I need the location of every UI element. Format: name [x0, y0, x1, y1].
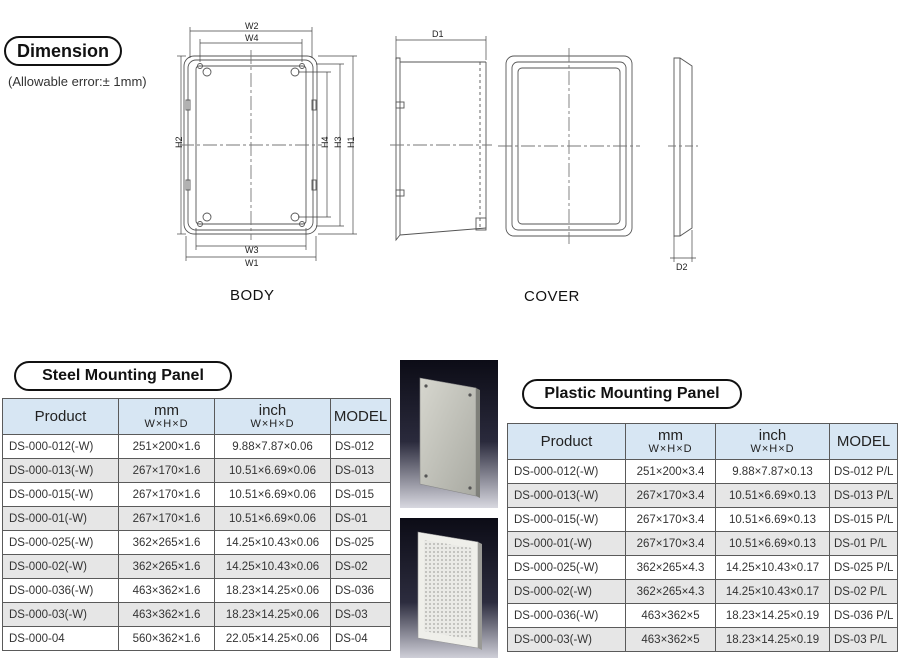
- steel-panel-photo: [400, 360, 498, 508]
- label-d1: D1: [432, 29, 444, 39]
- header-product: Product: [507, 423, 626, 460]
- label-w2: W2: [245, 21, 259, 31]
- header-model: MODEL: [330, 398, 391, 435]
- label-h2: H2: [174, 136, 184, 148]
- plastic-panel-title: Plastic Mounting Panel: [522, 379, 742, 409]
- cover-caption: COVER: [524, 288, 580, 305]
- header-model: MODEL: [829, 423, 898, 460]
- body-drawing: [180, 50, 322, 240]
- dimension-drawing: W2 W4 W3 W1 H2 H4 H3 H1 D1 D2: [174, 21, 698, 272]
- label-h4: H4: [320, 136, 330, 148]
- label-h3: H3: [333, 136, 343, 148]
- label-w1: W1: [245, 258, 259, 268]
- tolerance-note: (Allowable error:± 1mm): [8, 74, 147, 89]
- label-w3: W3: [245, 245, 259, 255]
- label-d2: D2: [676, 262, 688, 272]
- body-caption: BODY: [230, 287, 275, 304]
- steel-panel-title: Steel Mounting Panel: [14, 361, 232, 391]
- label-w4: W4: [245, 33, 259, 43]
- cover-side-drawing: [668, 57, 698, 237]
- plastic-panel-photo: [400, 518, 498, 658]
- header-product: Product: [2, 398, 119, 435]
- dimension-title: Dimension: [4, 36, 122, 66]
- cover-drawing: [498, 48, 640, 244]
- side-view-drawing: [390, 57, 492, 242]
- label-h1: H1: [346, 136, 356, 148]
